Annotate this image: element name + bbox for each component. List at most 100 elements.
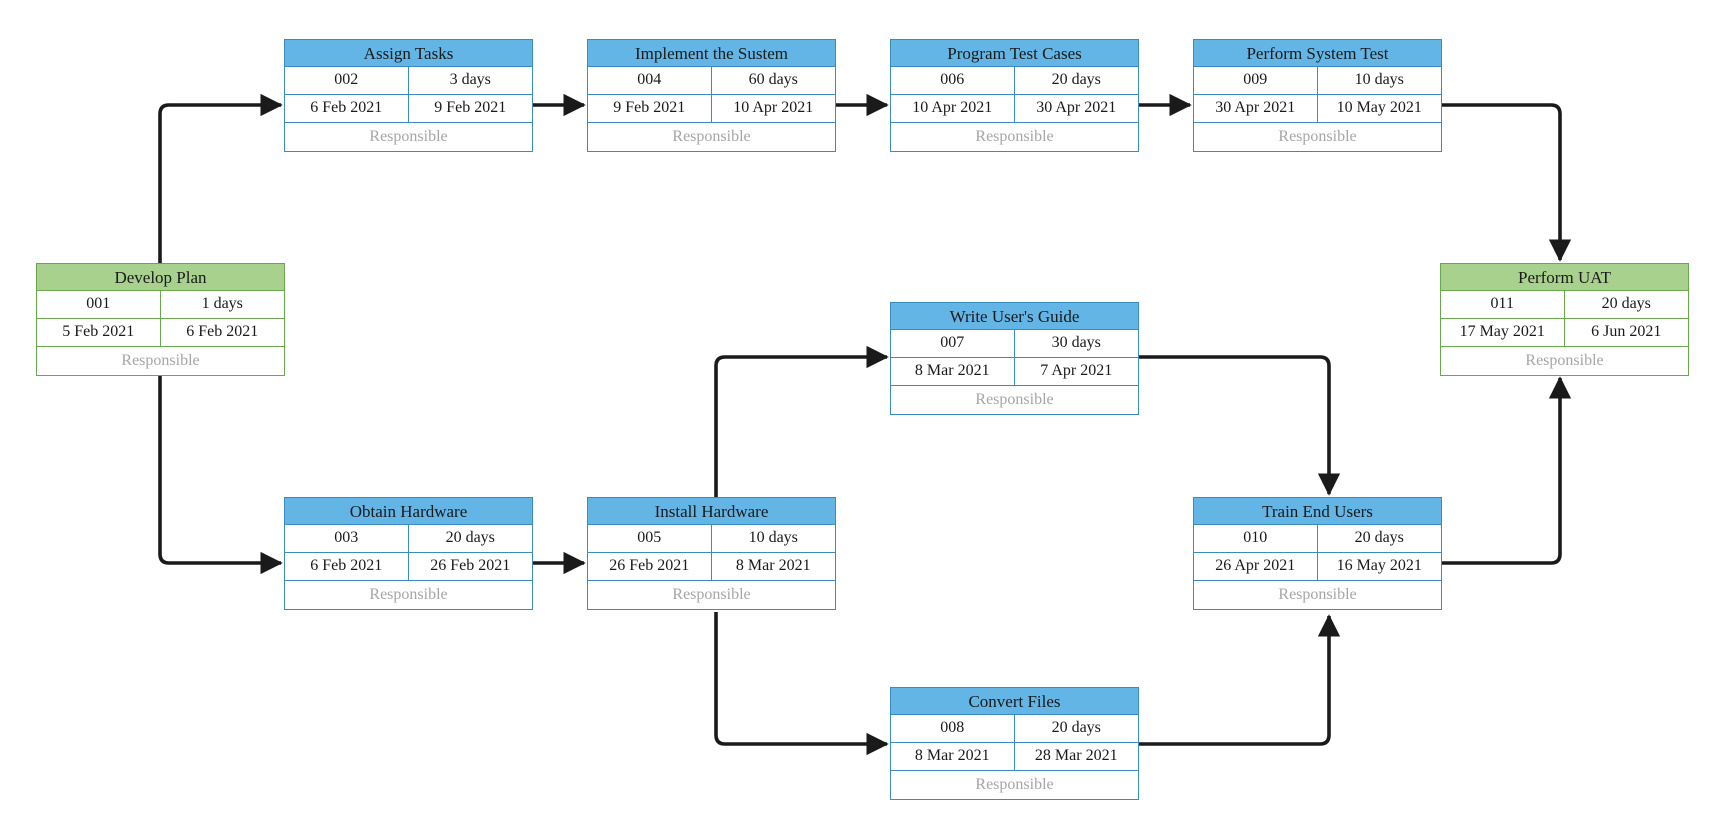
task-duration: 10 days: [748, 529, 798, 546]
task-finish-date: 10 May 2021: [1336, 99, 1422, 116]
task-responsible[interactable]: Responsible: [588, 123, 835, 151]
task-duration: 30 days: [1051, 334, 1101, 351]
task-responsible[interactable]: Responsible: [285, 123, 532, 151]
task-id: 002: [285, 67, 409, 94]
task-duration: 20 days: [1601, 295, 1651, 312]
task-start-date: 5 Feb 2021: [37, 319, 161, 346]
task-start-date: 30 Apr 2021: [1194, 95, 1318, 122]
task-id-duration-row: 011 20 days: [1441, 291, 1688, 319]
task-responsible[interactable]: Responsible: [1441, 347, 1688, 375]
task-duration: 10 days: [1354, 71, 1404, 88]
task-id: 011: [1441, 291, 1565, 318]
task-finish-date: 6 Feb 2021: [186, 323, 259, 340]
task-id-duration-row: 007 30 days: [891, 330, 1138, 358]
task-name: Perform UAT: [1441, 264, 1688, 291]
task-dates-row: 8 Mar 2021 7 Apr 2021: [891, 358, 1138, 386]
task-duration: 20 days: [1051, 719, 1101, 736]
task-start-date: 8 Mar 2021: [891, 743, 1015, 770]
task-id-duration-row: 004 60 days: [588, 67, 835, 95]
task-responsible[interactable]: Responsible: [1194, 581, 1441, 609]
task-start-date: 8 Mar 2021: [891, 358, 1015, 385]
task-finish-date: 9 Feb 2021: [434, 99, 507, 116]
task-responsible[interactable]: Responsible: [37, 347, 284, 375]
task-responsible[interactable]: Responsible: [1194, 123, 1441, 151]
task-name: Assign Tasks: [285, 40, 532, 67]
task-start-date: 17 May 2021: [1441, 319, 1565, 346]
task-name: Write User's Guide: [891, 303, 1138, 330]
task-finish-date: 28 Mar 2021: [1034, 747, 1118, 764]
task-dates-row: 8 Mar 2021 28 Mar 2021: [891, 743, 1138, 771]
task-dates-row: 5 Feb 2021 6 Feb 2021: [37, 319, 284, 347]
task-finish-date: 7 Apr 2021: [1040, 362, 1113, 379]
task-start-date: 26 Apr 2021: [1194, 553, 1318, 580]
task-duration: 20 days: [445, 529, 495, 546]
task-id: 003: [285, 525, 409, 552]
task-responsible[interactable]: Responsible: [891, 771, 1138, 799]
task-duration: 3 days: [449, 71, 491, 88]
task-id: 004: [588, 67, 712, 94]
task-id-duration-row: 010 20 days: [1194, 525, 1441, 553]
task-dates-row: 26 Apr 2021 16 May 2021: [1194, 553, 1441, 581]
task-id-duration-row: 008 20 days: [891, 715, 1138, 743]
task-duration: 20 days: [1354, 529, 1404, 546]
task-dates-row: 10 Apr 2021 30 Apr 2021: [891, 95, 1138, 123]
task-id-duration-row: 002 3 days: [285, 67, 532, 95]
task-name: Program Test Cases: [891, 40, 1138, 67]
task-start-date: 10 Apr 2021: [891, 95, 1015, 122]
edge-write-users-guide-to-train-end-users: [1139, 355, 1341, 496]
edge-train-end-users-to-perform-uat: [1442, 376, 1572, 565]
task-responsible[interactable]: Responsible: [891, 123, 1138, 151]
task-finish-date: 16 May 2021: [1336, 557, 1422, 574]
task-duration: 60 days: [748, 71, 798, 88]
task-id-duration-row: 003 20 days: [285, 525, 532, 553]
task-dates-row: 6 Feb 2021 26 Feb 2021: [285, 553, 532, 581]
task-id: 001: [37, 291, 161, 318]
task-responsible[interactable]: Responsible: [285, 581, 532, 609]
edge-install-hardware-to-write-users-guide: [714, 345, 889, 497]
task-id: 008: [891, 715, 1015, 742]
task-start-date: 6 Feb 2021: [285, 553, 409, 580]
task-finish-date: 26 Feb 2021: [430, 557, 511, 574]
task-responsible[interactable]: Responsible: [588, 581, 835, 609]
task-name: Obtain Hardware: [285, 498, 532, 525]
task-responsible[interactable]: Responsible: [891, 386, 1138, 414]
edge-install-hardware-to-convert-files: [714, 612, 889, 756]
task-finish-date: 30 Apr 2021: [1036, 99, 1117, 116]
task-dates-row: 17 May 2021 6 Jun 2021: [1441, 319, 1688, 347]
task-name: Implement the Sustem: [588, 40, 835, 67]
task-id-duration-row: 009 10 days: [1194, 67, 1441, 95]
task-id: 010: [1194, 525, 1318, 552]
task-name: Develop Plan: [37, 264, 284, 291]
task-id: 009: [1194, 67, 1318, 94]
task-id: 007: [891, 330, 1015, 357]
task-name: Train End Users: [1194, 498, 1441, 525]
task-id-duration-row: 006 20 days: [891, 67, 1138, 95]
task-start-date: 6 Feb 2021: [285, 95, 409, 122]
task-name: Perform System Test: [1194, 40, 1441, 67]
task-duration: 1 days: [201, 295, 243, 312]
task-duration: 20 days: [1051, 71, 1101, 88]
task-id: 006: [891, 67, 1015, 94]
task-finish-date: 6 Jun 2021: [1591, 323, 1662, 340]
edge-convert-files-to-train-end-users: [1139, 614, 1341, 746]
edge-perform-system-test-to-perform-uat: [1442, 103, 1572, 262]
task-id-duration-row: 001 1 days: [37, 291, 284, 319]
task-dates-row: 30 Apr 2021 10 May 2021: [1194, 95, 1441, 123]
task-start-date: 9 Feb 2021: [588, 95, 712, 122]
task-finish-date: 8 Mar 2021: [735, 557, 811, 574]
